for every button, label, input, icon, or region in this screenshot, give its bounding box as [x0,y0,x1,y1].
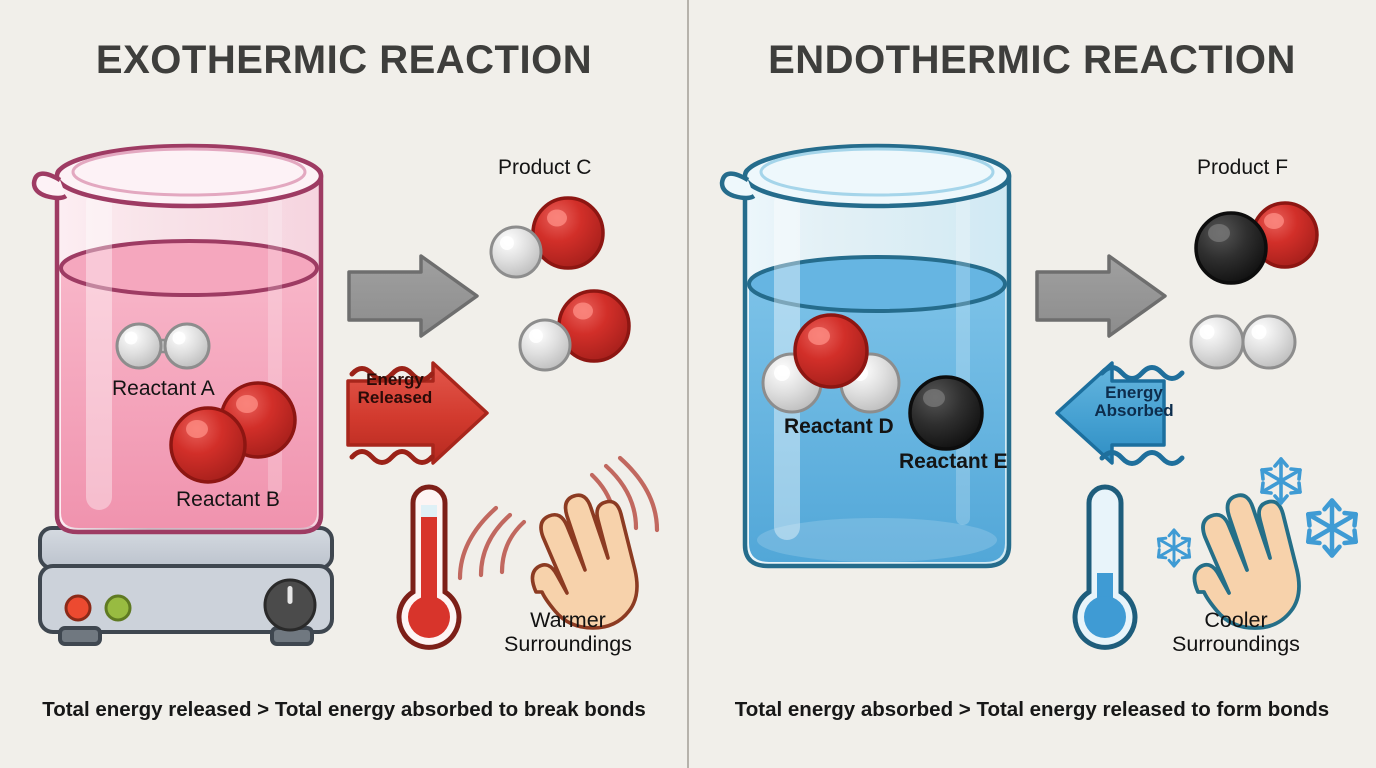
molecule-reactant-a [115,322,211,370]
hotplate [38,526,334,646]
label-reactant-e: Reactant E [899,450,1008,473]
energy-released-label: Energy Released [357,370,433,407]
reaction-arrow-endothermic [1035,254,1167,338]
page-title-exothermic: EXOTHERMIC REACTION [95,38,593,82]
label-reactant-a: Reactant A [112,377,215,400]
panel-exothermic: EXOTHERMIC REACTION [31,38,660,721]
molecule-reactant-d [761,313,901,414]
panel-divider [687,0,689,768]
energy-wave-bottom [1099,450,1185,466]
reaction-arrow-exothermic [347,254,479,338]
thermometer-cold [1072,484,1138,650]
caption-exothermic: Total energy released > Total energy abs… [42,698,646,721]
label-product-f: Product F [1197,156,1289,179]
label-reactant-d: Reactant D [784,415,894,438]
heat-wave-top [349,366,435,382]
energy-absorbed-arrow [1055,361,1185,466]
energy-wave-top [1099,365,1185,381]
molecule-product-f [1189,201,1319,370]
thermometer-warm [396,484,462,650]
cooler-surroundings-icon [1156,457,1358,630]
molecule-product-c [489,196,631,372]
warmer-surroundings-label: Warmer Surroundings [504,608,632,657]
energy-released-arrow [346,361,489,465]
caption-endothermic: Total energy absorbed > Total energy rel… [734,698,1330,721]
warmer-surroundings-icon [457,455,660,630]
cooler-surroundings-label: Cooler Surroundings [1172,608,1300,657]
hotplate-indicator-green [104,594,132,622]
label-reactant-b: Reactant B [176,488,280,511]
label-product-c: Product C [498,156,592,179]
molecule-reactant-b [169,381,297,484]
hotplate-knob [263,578,317,632]
exothermic-illustration [31,143,660,650]
endothermic-illustration [719,143,1358,650]
molecule-reactant-e [908,375,984,451]
page-title-endothermic: ENDOTHERMIC REACTION [768,38,1296,82]
panel-endothermic: ENDOTHERMIC REACTION [688,0,1376,768]
hotplate-indicator-red [64,594,92,622]
heat-wave-bottom [349,449,435,465]
energy-absorbed-label: Energy Absorbed [1094,383,1174,420]
snowflake-icon [1156,457,1358,568]
